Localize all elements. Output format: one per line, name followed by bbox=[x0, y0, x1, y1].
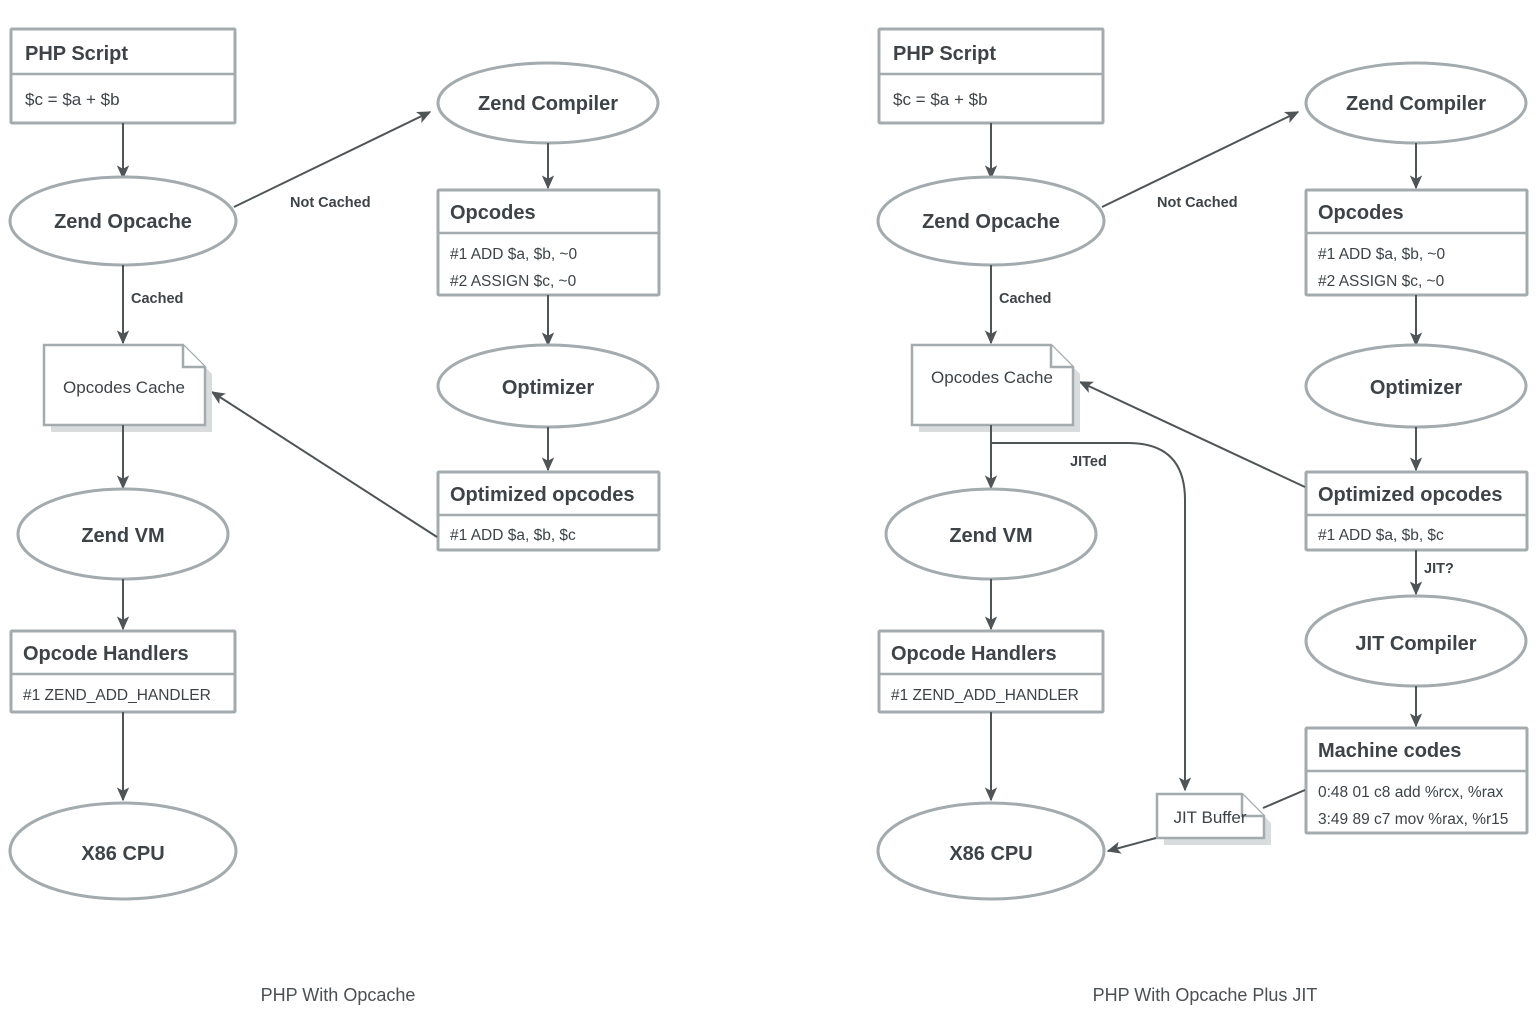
right-edge-jited bbox=[991, 442, 1192, 792]
left-label-cached: Cached bbox=[131, 291, 183, 307]
left-edge-optimized-to-cache bbox=[210, 391, 438, 538]
right-opcode-handlers-line-0: #1 ZEND_ADD_HANDLER bbox=[891, 687, 1079, 704]
right-label-jited: JITed bbox=[1070, 454, 1107, 470]
left-zend-compiler-label: Zend Compiler bbox=[478, 93, 618, 115]
right-opcodes-line-0: #1 ADD $a, $b, ~0 bbox=[1318, 246, 1445, 263]
right-optimized-opcodes-line-0: #1 ADD $a, $b, $c bbox=[1318, 527, 1444, 544]
left-zend-vm-node: Zend VM bbox=[16, 487, 230, 581]
left-php-script-box: PHP Script $c = $a + $b bbox=[9, 27, 237, 125]
right-zend-vm-label: Zend VM bbox=[949, 525, 1032, 547]
right-label-jit-question: JIT? bbox=[1424, 561, 1454, 577]
right-machine-codes-box: Machine codes 0:48 01 c8 add %rcx, %rax … bbox=[1304, 726, 1529, 835]
right-edge-machinecodes-to-jitbuffer bbox=[1262, 789, 1306, 809]
right-jit-buffer-label: JIT Buffer bbox=[1173, 808, 1246, 827]
left-opcode-handlers-title: Opcode Handlers bbox=[23, 643, 189, 665]
left-opcode-handlers-box: Opcode Handlers #1 ZEND_ADD_HANDLER bbox=[9, 629, 237, 714]
right-opcode-handlers-box: Opcode Handlers #1 ZEND_ADD_HANDLER bbox=[877, 629, 1105, 714]
left-optimizer-label: Optimizer bbox=[502, 377, 594, 399]
left-optimized-opcodes-title: Optimized opcodes bbox=[450, 484, 634, 506]
left-opcodes-box: Opcodes #1 ADD $a, $b, ~0 #2 ASSIGN $c, … bbox=[436, 188, 661, 297]
right-php-script-box: PHP Script $c = $a + $b bbox=[877, 27, 1105, 125]
left-zend-opcache-node: Zend Opcache bbox=[8, 175, 238, 267]
left-x86-cpu-node: X86 CPU bbox=[8, 801, 238, 901]
right-optimizer-label: Optimizer bbox=[1370, 377, 1462, 399]
right-edge-not-cached bbox=[1101, 111, 1300, 208]
left-opcodes-title: Opcodes bbox=[450, 202, 536, 224]
right-opcodes-line-1: #2 ASSIGN $c, ~0 bbox=[1318, 273, 1445, 290]
left-zend-opcache-label: Zend Opcache bbox=[54, 211, 192, 233]
right-machine-codes-line-1: 3:49 89 c7 mov %rax, %r15 bbox=[1318, 811, 1508, 828]
right-optimizer-node: Optimizer bbox=[1304, 343, 1528, 429]
right-php-script-code: $c = $a + $b bbox=[893, 90, 988, 109]
left-opcodes-line-1: #2 ASSIGN $c, ~0 bbox=[450, 273, 577, 290]
left-optimized-opcodes-line-0: #1 ADD $a, $b, $c bbox=[450, 527, 576, 544]
left-opcodes-cache-label: Opcodes Cache bbox=[63, 378, 185, 397]
right-zend-vm-node: Zend VM bbox=[884, 487, 1098, 581]
left-opcodes-cache-doc: Opcodes Cache bbox=[42, 343, 212, 432]
right-optimized-opcodes-box: Optimized opcodes #1 ADD $a, $b, $c bbox=[1304, 470, 1529, 552]
right-opcodes-box: Opcodes #1 ADD $a, $b, ~0 #2 ASSIGN $c, … bbox=[1304, 188, 1529, 297]
left-edge-not-cached bbox=[233, 111, 432, 208]
right-edge-jitbuffer-to-cpu bbox=[1106, 837, 1157, 854]
left-caption: PHP With Opcache bbox=[261, 985, 416, 1005]
right-zend-opcache-node: Zend Opcache bbox=[876, 175, 1106, 267]
left-opcode-handlers-line-0: #1 ZEND_ADD_HANDLER bbox=[23, 687, 211, 704]
right-opcodes-cache-doc: Opcodes Cache bbox=[910, 343, 1080, 432]
right-zend-compiler-label: Zend Compiler bbox=[1346, 93, 1486, 115]
left-optimized-opcodes-box: Optimized opcodes #1 ADD $a, $b, $c bbox=[436, 470, 661, 552]
right-label-cached: Cached bbox=[999, 291, 1051, 307]
right-machine-codes-title: Machine codes bbox=[1318, 740, 1461, 762]
right-x86-cpu-node: X86 CPU bbox=[876, 801, 1106, 901]
right-optimized-opcodes-title: Optimized opcodes bbox=[1318, 484, 1502, 506]
right-opcodes-cache-label: Opcodes Cache bbox=[931, 368, 1053, 387]
left-php-script-title: PHP Script bbox=[25, 43, 128, 65]
right-opcode-handlers-title: Opcode Handlers bbox=[891, 643, 1057, 665]
right-zend-opcache-label: Zend Opcache bbox=[922, 211, 1060, 233]
right-machine-codes-line-0: 0:48 01 c8 add %rcx, %rax bbox=[1318, 784, 1503, 801]
left-opcodes-line-0: #1 ADD $a, $b, ~0 bbox=[450, 246, 577, 263]
right-zend-compiler-node: Zend Compiler bbox=[1304, 61, 1528, 145]
left-zend-vm-label: Zend VM bbox=[81, 525, 164, 547]
right-x86-cpu-label: X86 CPU bbox=[949, 843, 1032, 865]
left-optimizer-node: Optimizer bbox=[436, 343, 660, 429]
left-php-script-code: $c = $a + $b bbox=[25, 90, 120, 109]
left-label-not-cached: Not Cached bbox=[290, 195, 371, 211]
left-zend-compiler-node: Zend Compiler bbox=[436, 61, 660, 145]
right-jit-compiler-node: JIT Compiler bbox=[1304, 594, 1528, 688]
right-opcodes-title: Opcodes bbox=[1318, 202, 1404, 224]
right-caption: PHP With Opcache Plus JIT bbox=[1093, 985, 1318, 1005]
right-php-script-title: PHP Script bbox=[893, 43, 996, 65]
right-label-not-cached: Not Cached bbox=[1157, 195, 1238, 211]
right-edge-optimized-to-cache bbox=[1078, 381, 1306, 488]
right-jit-compiler-label: JIT Compiler bbox=[1355, 633, 1476, 655]
right-jit-buffer-doc: JIT Buffer bbox=[1155, 792, 1271, 845]
left-x86-cpu-label: X86 CPU bbox=[81, 843, 164, 865]
